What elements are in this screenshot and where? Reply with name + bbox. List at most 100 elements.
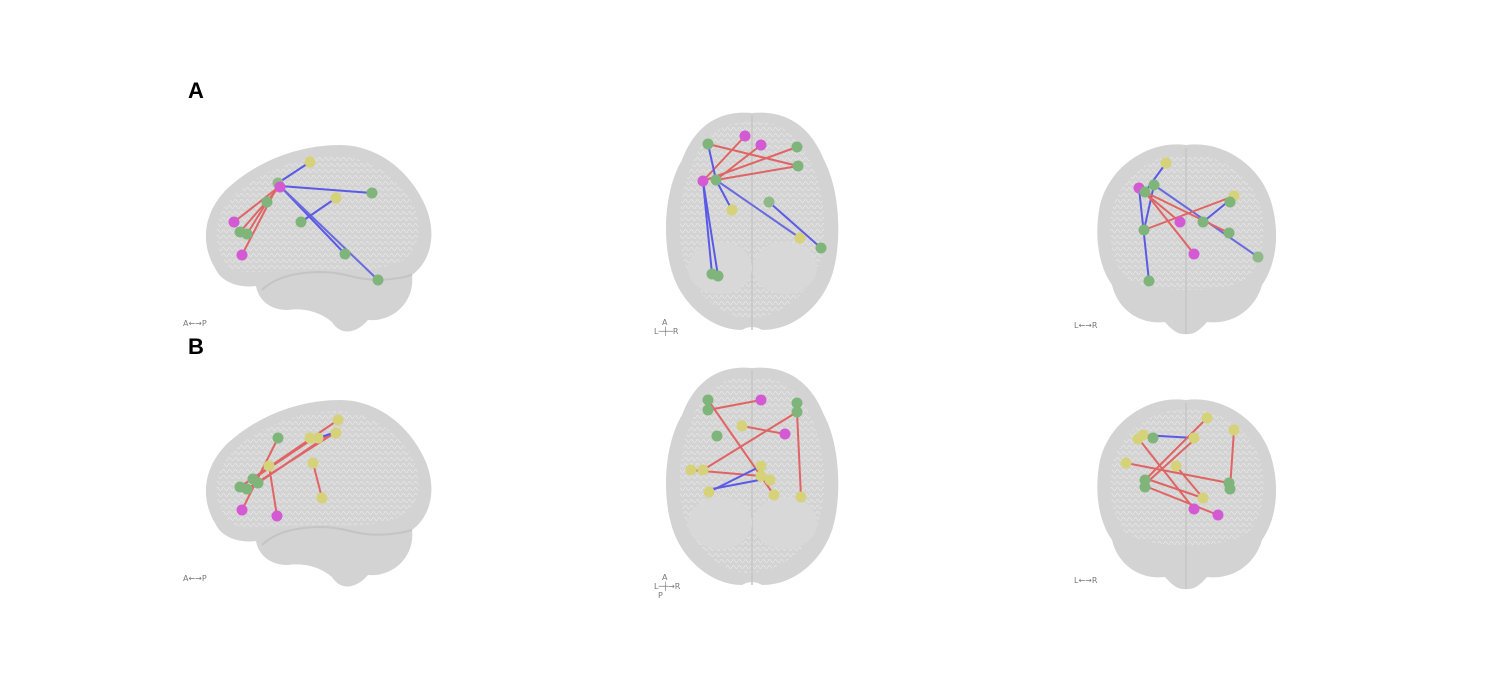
edge-negative — [277, 161, 311, 184]
node — [330, 427, 342, 439]
node — [272, 432, 284, 444]
edge-positive — [1149, 479, 1204, 499]
node — [1188, 503, 1200, 515]
node — [1188, 432, 1200, 444]
edge-positive — [241, 437, 279, 511]
edge-positive — [1137, 437, 1195, 510]
brain-sagittal-a — [205, 145, 432, 332]
edges-sagittal-a — [233, 161, 379, 281]
node — [702, 138, 714, 150]
edge-positive — [715, 165, 799, 181]
node — [1197, 492, 1209, 504]
node — [702, 404, 714, 416]
orientation-label-axial-a-mid: L─┼─R — [654, 327, 679, 336]
node — [755, 394, 767, 406]
panel-label-a: A — [188, 78, 204, 103]
node — [274, 181, 286, 193]
edge-positive — [233, 185, 281, 223]
brain-coronal-a — [1097, 144, 1277, 335]
edge-positive — [1144, 191, 1230, 234]
edge-positive — [1175, 465, 1204, 499]
node — [1224, 196, 1236, 208]
node — [1139, 186, 1151, 198]
edge-positive — [715, 144, 762, 181]
node — [779, 428, 791, 440]
nodes-axial-a — [697, 130, 827, 282]
node — [1143, 275, 1155, 287]
node — [263, 460, 275, 472]
node — [726, 204, 738, 216]
node — [1252, 251, 1264, 263]
node — [1148, 179, 1160, 191]
edge-negative — [1144, 162, 1167, 193]
edge-positive — [1142, 439, 1195, 487]
edge-positive — [312, 462, 323, 499]
edge-positive — [707, 399, 762, 411]
node — [736, 420, 748, 432]
node — [1223, 227, 1235, 239]
orientation-label-axial-a-top: A — [662, 318, 668, 327]
edge-negative — [707, 143, 717, 181]
edges-axial-a — [702, 135, 822, 277]
edge-positive — [252, 437, 315, 480]
node — [1197, 216, 1209, 228]
node — [316, 492, 328, 504]
edge-negative — [715, 179, 733, 211]
node — [228, 216, 240, 228]
node — [241, 483, 253, 495]
node — [241, 228, 253, 240]
node — [366, 187, 378, 199]
node — [1160, 157, 1172, 169]
node — [791, 397, 803, 409]
orientation-label-sagittal-a: A←→P — [183, 319, 207, 328]
edge-negative — [300, 197, 337, 223]
nodes-coronal-b — [1120, 412, 1240, 521]
node — [236, 249, 248, 261]
edge-positive — [707, 143, 799, 167]
nodes-sagittal-b — [234, 414, 344, 522]
node — [261, 196, 273, 208]
brain-coronal-b — [1097, 399, 1277, 590]
edge-positive — [741, 425, 786, 435]
brain-sagittal-b — [205, 400, 432, 587]
node — [1139, 481, 1151, 493]
node — [332, 414, 344, 426]
node — [763, 196, 775, 208]
node — [794, 232, 806, 244]
node — [1174, 216, 1186, 228]
node — [372, 274, 384, 286]
node — [795, 491, 807, 503]
edge-negative — [279, 185, 379, 281]
edge-positive — [268, 465, 278, 517]
node — [815, 242, 827, 254]
brain-axial-b — [666, 367, 839, 585]
node — [1212, 509, 1224, 521]
brain-axial-a — [666, 112, 839, 330]
node — [1147, 432, 1159, 444]
edge-positive — [702, 135, 746, 182]
edge-positive — [246, 201, 268, 235]
node — [307, 457, 319, 469]
node — [1132, 433, 1144, 445]
edge-negative — [768, 201, 822, 249]
orientation-label-axial-b-bottom: P — [658, 591, 663, 600]
node — [703, 486, 715, 498]
node — [697, 464, 709, 476]
edge-negative — [1143, 184, 1155, 231]
node — [1224, 483, 1236, 495]
edge-positive — [702, 411, 798, 471]
edge-positive — [1144, 191, 1195, 255]
edge-positive — [796, 411, 802, 498]
node — [1188, 248, 1200, 260]
edge-negative — [702, 180, 719, 277]
node — [339, 248, 351, 260]
orientation-label-coronal-a: L←→R — [1074, 321, 1098, 330]
nodes-sagittal-a — [228, 156, 384, 286]
node — [295, 216, 307, 228]
panel-label-b: B — [188, 334, 204, 359]
edge-negative — [715, 179, 801, 239]
node — [710, 174, 722, 186]
node — [1120, 457, 1132, 469]
node — [1201, 412, 1213, 424]
